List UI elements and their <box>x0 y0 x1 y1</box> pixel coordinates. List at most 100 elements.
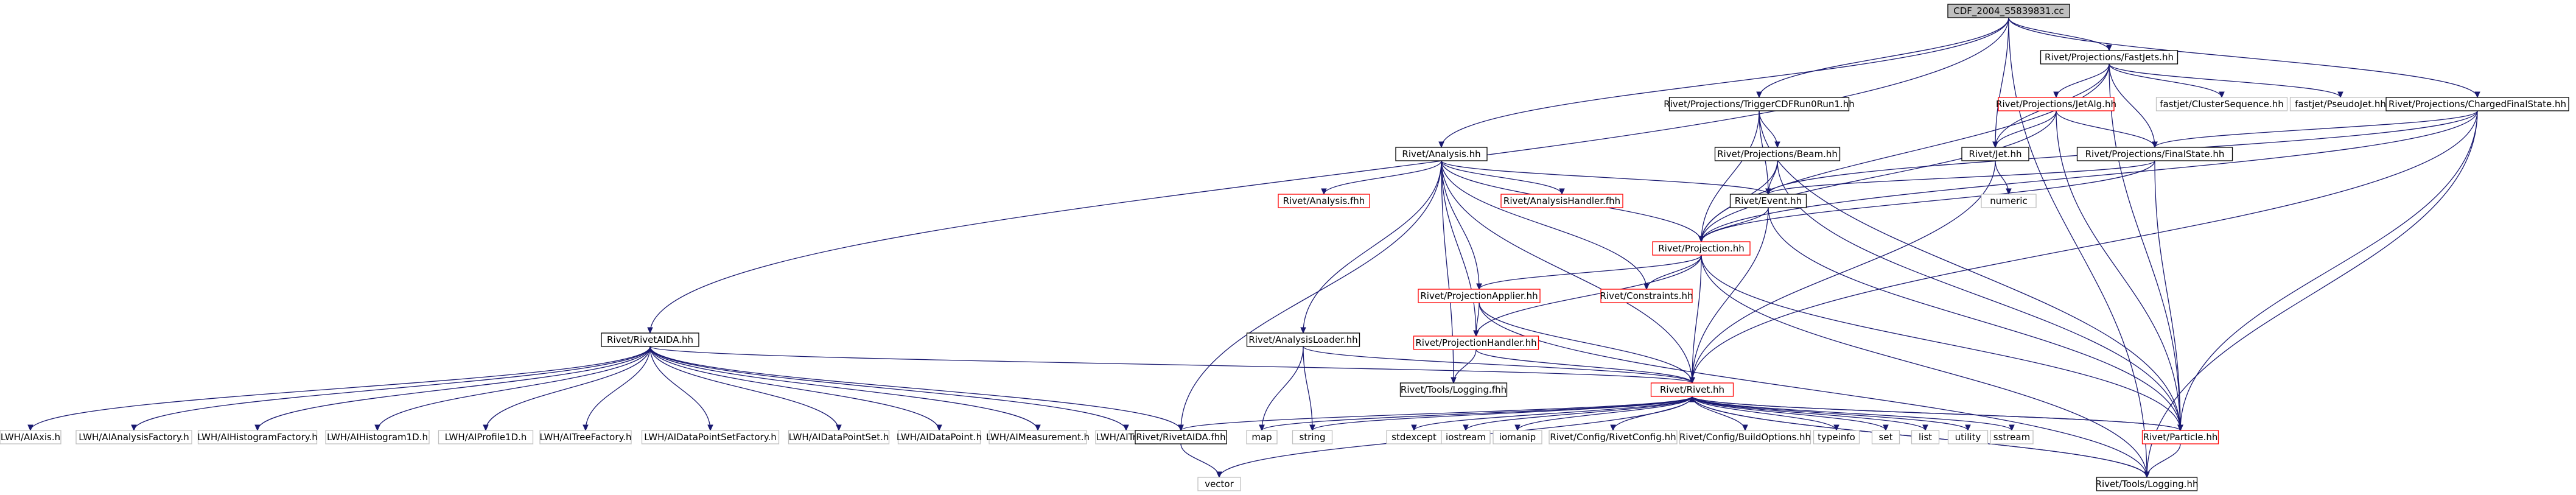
edge-arrowhead <box>1765 188 1771 195</box>
edge-arrowhead <box>1035 424 1041 432</box>
node-fastjets[interactable]: Rivet/Projections/FastJets.hh <box>2040 50 2179 65</box>
node-beam[interactable]: Rivet/Projections/Beam.hh <box>1714 147 1841 161</box>
node-label: LWH/AIDataPoint.h <box>897 432 982 443</box>
node-map[interactable]: map <box>1246 430 1278 444</box>
dependency-edge <box>1692 396 2012 431</box>
node-idatapointsetfactory[interactable]: LWH/AIDataPointSetFactory.h <box>641 430 780 444</box>
node-box <box>1292 430 1333 444</box>
node-rivetaida[interactable]: Rivet/RivetAIDA.hh <box>601 332 699 347</box>
node-typeinfo[interactable]: typeinfo <box>1813 430 1860 444</box>
node-label: Rivet/Analysis.hh <box>1402 149 1480 160</box>
edge-arrowhead <box>1123 424 1129 432</box>
dependency-edge <box>2008 17 2147 478</box>
node-buildoptions[interactable]: Rivet/Config/BuildOptions.hh <box>1679 430 1811 444</box>
node-box <box>1990 430 2034 444</box>
node-stdexcept[interactable]: stdexcept <box>1386 430 1442 444</box>
node-projection[interactable]: Rivet/Projection.hh <box>1652 241 1751 256</box>
node-label: utility <box>1955 432 1981 443</box>
node-box <box>1418 289 1541 303</box>
dependency-edge <box>2109 63 2341 98</box>
node-idatapoint[interactable]: LWH/AIDataPoint.h <box>897 430 982 444</box>
node-label: Rivet/Analysis.fhh <box>1283 195 1365 206</box>
node-box <box>1278 194 1370 208</box>
dependency-edge <box>1701 110 2478 242</box>
edge-arrowhead <box>1833 424 1839 432</box>
dependency-edge <box>649 346 940 431</box>
node-projapplier[interactable]: Rivet/ProjectionApplier.hh <box>1418 289 1541 303</box>
node-clusterseq[interactable]: fastjet/ClusterSequence.hh <box>2155 97 2288 111</box>
node-label: CDF_2004_S5839831.cc <box>1953 5 2063 17</box>
node-box <box>1549 430 1678 444</box>
node-rivethh[interactable]: Rivet/Rivet.hh <box>1650 382 1734 397</box>
dependency-edge <box>1441 160 1769 195</box>
node-triggercdf[interactable]: Rivet/Projections/TriggerCDFRun0Run1.hh <box>1664 97 1855 111</box>
dependency-edge <box>2109 63 2181 431</box>
node-box <box>989 430 1087 444</box>
dependency-edge <box>2109 63 2155 148</box>
edge-arrowhead <box>1742 424 1748 432</box>
edge-arrowhead <box>1473 330 1479 337</box>
node-ianalysisfactory[interactable]: LWH/AIAnalysisFactory.h <box>75 430 192 444</box>
dependency-edge <box>649 346 1127 431</box>
node-label: Rivet/Event.hh <box>1735 195 1802 206</box>
node-utility[interactable]: utility <box>1947 430 1989 444</box>
node-constraints[interactable]: Rivet/Constraints.hh <box>1600 289 1693 303</box>
node-set[interactable]: set <box>1871 430 1900 444</box>
node-loggingfhh[interactable]: Rivet/Tools/Logging.fhh <box>1399 382 1508 397</box>
edge-arrowhead <box>1411 424 1417 432</box>
dependency-edge <box>649 17 2009 334</box>
dependency-edge <box>1441 160 1563 195</box>
node-label: typeinfo <box>1818 432 1855 443</box>
node-iomanip[interactable]: iomanip <box>1493 430 1542 444</box>
node-imeasurement[interactable]: LWH/AIMeasurement.h <box>986 430 1090 444</box>
node-finalstate[interactable]: Rivet/Projections/FinalState.hh <box>2076 147 2233 161</box>
node-root[interactable]: CDF_2004_S5839831.cc <box>1947 4 2070 18</box>
node-logginghh[interactable]: Rivet/Tools/Logging.hh <box>2096 477 2199 491</box>
node-box <box>1399 382 1508 397</box>
dependency-edge <box>1441 160 1693 384</box>
node-rivetaidafhh[interactable]: Rivet/RivetAIDA.fhh <box>1135 430 1227 444</box>
node-analysis[interactable]: Rivet/Analysis.hh <box>1395 147 1488 161</box>
node-label: Rivet/Projections/ChargedFinalState.hh <box>2389 99 2566 110</box>
node-analysishandlerfhh[interactable]: Rivet/AnalysisHandler.fhh <box>1500 194 1623 208</box>
dependency-edge <box>1441 160 1647 290</box>
dependency-edge <box>1692 255 1702 384</box>
node-itreefactory[interactable]: LWH/AITreeFactory.h <box>539 430 632 444</box>
node-label: LWH/AIProfile1D.h <box>445 432 527 443</box>
dependency-edge <box>1453 349 1477 384</box>
dependency-edge <box>1995 17 2009 148</box>
dependency-edge <box>1777 160 2181 431</box>
node-label: LWH/AIAxis.h <box>1 432 60 443</box>
edge-arrowhead <box>374 424 380 432</box>
node-label: Rivet/Tools/Logging.hh <box>2096 479 2199 490</box>
node-string[interactable]: string <box>1292 430 1333 444</box>
node-iprofile1d[interactable]: LWH/AIProfile1D.h <box>438 430 534 444</box>
node-label: Rivet/Projections/JetAlg.hh <box>1996 99 2116 110</box>
node-list[interactable]: list <box>1911 430 1940 444</box>
node-ihistogram1d[interactable]: LWH/AIHistogram1D.h <box>325 430 430 444</box>
node-idatapointset[interactable]: LWH/AIDataPointSet.h <box>788 430 890 444</box>
node-analysisfhh[interactable]: Rivet/Analysis.fhh <box>1278 194 1370 208</box>
node-analysisloader[interactable]: Rivet/AnalysisLoader.hh <box>1246 332 1360 347</box>
dependency-edge <box>1517 396 1693 431</box>
node-event[interactable]: Rivet/Event.hh <box>1729 194 1807 208</box>
node-particle[interactable]: Rivet/Particle.hh <box>2141 430 2219 444</box>
node-jet[interactable]: Rivet/Jet.hh <box>1961 147 2029 161</box>
node-iostream[interactable]: iostream <box>1441 430 1491 444</box>
node-chargedfs[interactable]: Rivet/Projections/ChargedFinalState.hh <box>2385 97 2569 111</box>
node-rivetconfig[interactable]: Rivet/Config/RivetConfig.hh <box>1549 430 1678 444</box>
node-label: map <box>1251 432 1272 443</box>
node-vector[interactable]: vector <box>1197 477 1241 491</box>
node-label: Rivet/Projections/FinalState.hh <box>2085 149 2225 160</box>
node-sstream[interactable]: sstream <box>1990 430 2034 444</box>
node-iaxis[interactable]: LWH/AIAxis.h <box>0 430 61 444</box>
node-projhandler[interactable]: Rivet/ProjectionHandler.hh <box>1413 335 1539 350</box>
dependency-edge <box>2146 110 2478 478</box>
node-jetalg[interactable]: Rivet/Projections/JetAlg.hh <box>1996 97 2116 111</box>
node-box <box>1246 430 1278 444</box>
edge-arrowhead <box>1883 424 1889 432</box>
dependency-edge <box>1180 396 1693 431</box>
node-pseudojet[interactable]: fastjet/PseudoJet.hh <box>2289 97 2392 111</box>
node-ihistogramfactory[interactable]: LWH/AIHistogramFactory.h <box>197 430 318 444</box>
node-numeric[interactable]: numeric <box>1981 194 2037 208</box>
